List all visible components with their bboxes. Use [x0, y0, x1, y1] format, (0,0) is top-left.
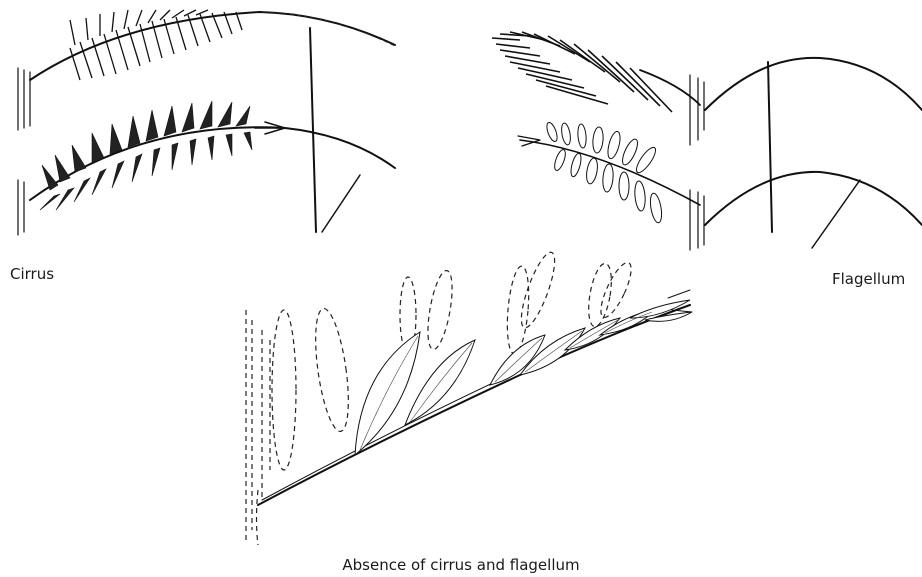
lower-frond-leaflets-right — [518, 121, 664, 223]
flagellum-illustration — [492, 32, 922, 250]
absence-label: Absence of cirrus and flagellum — [0, 556, 922, 574]
flagellum-label: Flagellum — [832, 270, 905, 288]
absence-illustration — [246, 249, 692, 545]
cirrus-illustration — [18, 10, 395, 235]
lower-frond-leaflets — [40, 101, 285, 210]
cirrus-label: Cirrus — [10, 265, 54, 283]
